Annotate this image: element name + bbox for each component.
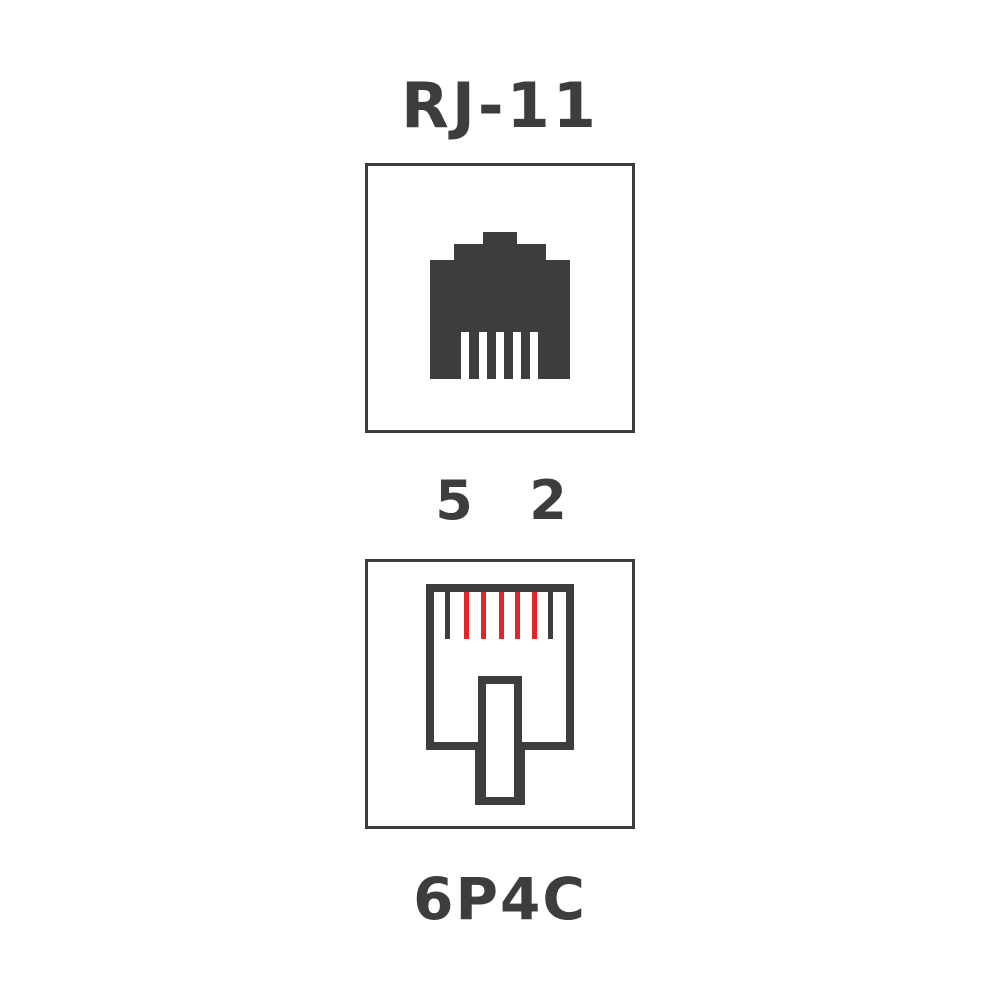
contact-inner [532, 592, 537, 639]
connector-title: RJ-11 [401, 69, 599, 142]
plug-frame-border [365, 559, 635, 829]
contact-2 [464, 592, 469, 639]
pin-label-left: 5 [435, 469, 473, 532]
plug-contacts [445, 592, 553, 639]
connector-caption: 6P4C [413, 865, 587, 933]
contact-1 [445, 592, 450, 639]
contact-5 [515, 592, 520, 639]
socket-frame [365, 163, 635, 433]
contact-4 [499, 592, 504, 639]
rj11-plug-icon [365, 559, 635, 829]
plug-frame [365, 559, 635, 829]
contact-6 [548, 592, 553, 639]
socket-border [365, 163, 635, 433]
plug-latch [478, 676, 522, 805]
contact-3 [481, 592, 486, 639]
socket-body [430, 232, 570, 379]
pin-label-right: 2 [529, 469, 567, 532]
rj11-socket-icon [365, 163, 635, 433]
